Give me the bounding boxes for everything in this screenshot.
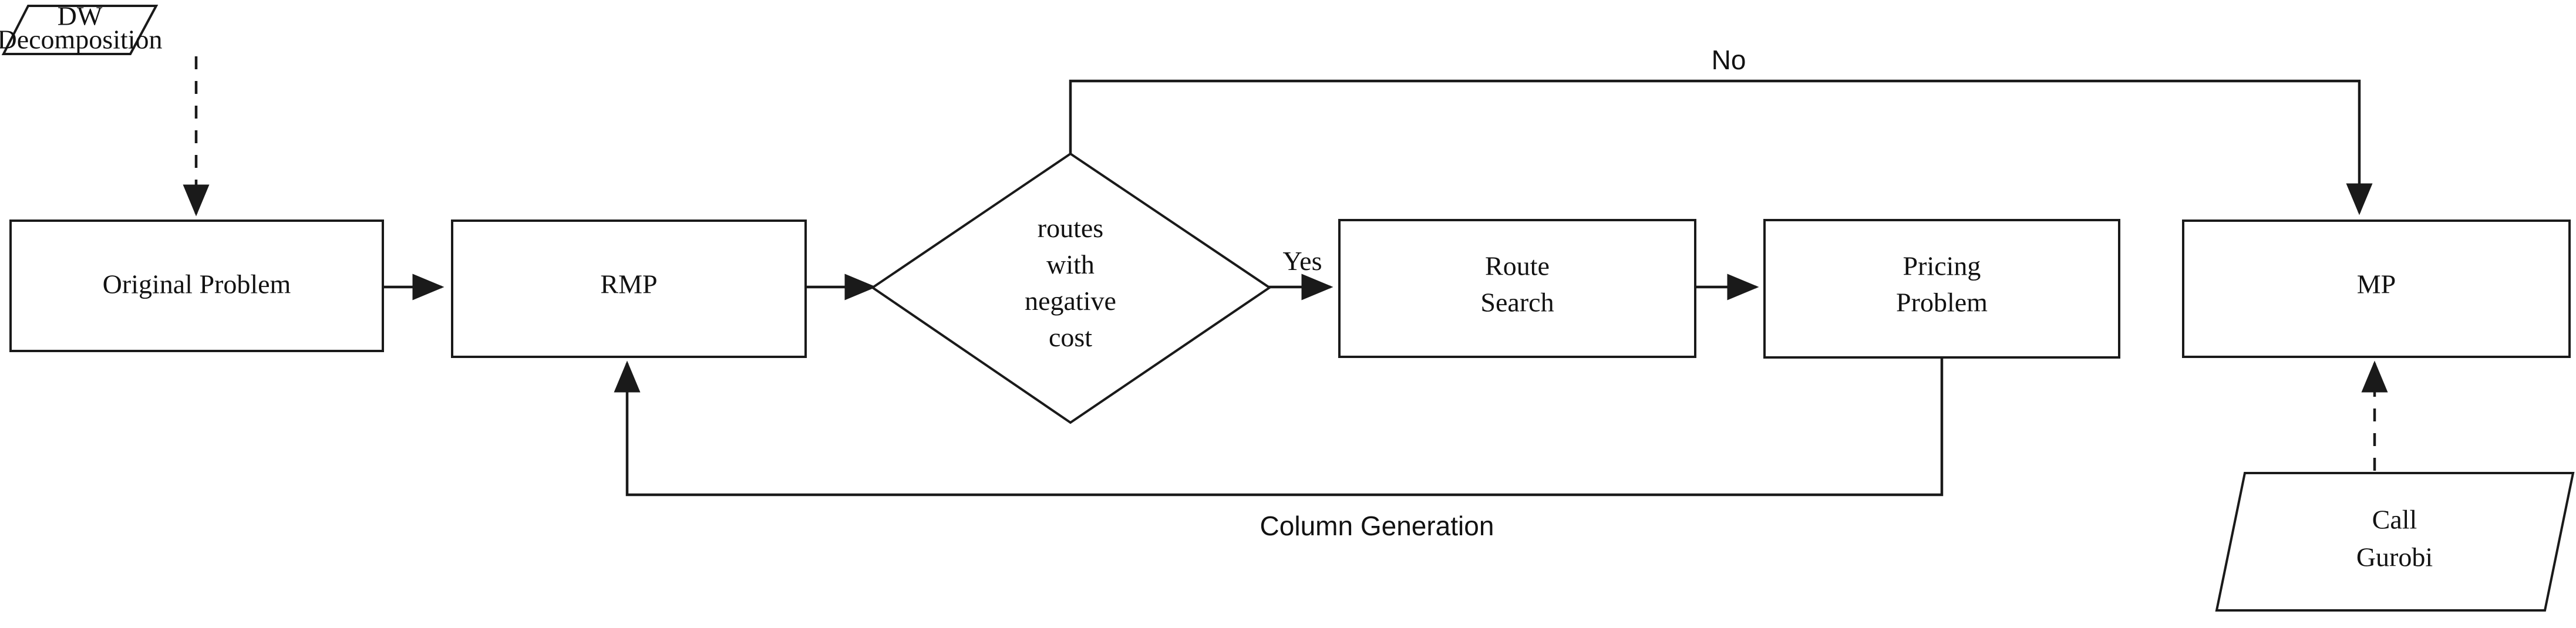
- edge-decision-no-to-mp: [1069, 79, 2373, 215]
- node-pricing-problem-label-line1: Pricing: [1903, 251, 1981, 281]
- node-route-search-label-line1: Route: [1485, 251, 1550, 281]
- node-decision-label-line4: cost: [1049, 322, 1092, 352]
- edge-label-column-generation: Column Generation: [1260, 511, 1494, 541]
- edge-pricing-to-rmp-loop: [614, 359, 1944, 497]
- node-decision-shape[interactable]: [870, 152, 1272, 424]
- node-pricing-problem-label-line2: Problem: [1896, 288, 1988, 318]
- node-route-search-shape[interactable]: [1338, 219, 1696, 358]
- node-decision-label-line2: with: [1046, 249, 1095, 279]
- node-dw-decomposition-label-line2: Decomposition: [0, 25, 163, 55]
- node-dw-decomposition-shape[interactable]: [1, 5, 159, 55]
- edge-label-yes: Yes: [1283, 246, 1322, 276]
- node-mp-shape[interactable]: [2182, 220, 2571, 358]
- node-call-gurobi-label-line1: Call: [2372, 505, 2417, 535]
- node-pricing-problem-shape[interactable]: [1763, 219, 2120, 359]
- node-rmp-shape[interactable]: [451, 220, 807, 358]
- node-decision-label-line3: negative: [1025, 286, 1116, 316]
- node-decision-label-line1: routes: [1038, 213, 1103, 243]
- node-mp-label: MP: [2357, 269, 2396, 299]
- node-original-problem-label: Original Problem: [103, 269, 291, 299]
- edge-label-no: No: [1712, 45, 1746, 75]
- node-dw-decomposition-label-line1: DW: [58, 1, 103, 31]
- node-call-gurobi-shape[interactable]: [2215, 472, 2575, 612]
- node-route-search-label-line2: Search: [1480, 288, 1554, 318]
- node-original-problem-shape[interactable]: [9, 220, 384, 352]
- node-rmp-label: RMP: [600, 269, 657, 299]
- node-call-gurobi-label-line2: Gurobi: [2356, 542, 2433, 572]
